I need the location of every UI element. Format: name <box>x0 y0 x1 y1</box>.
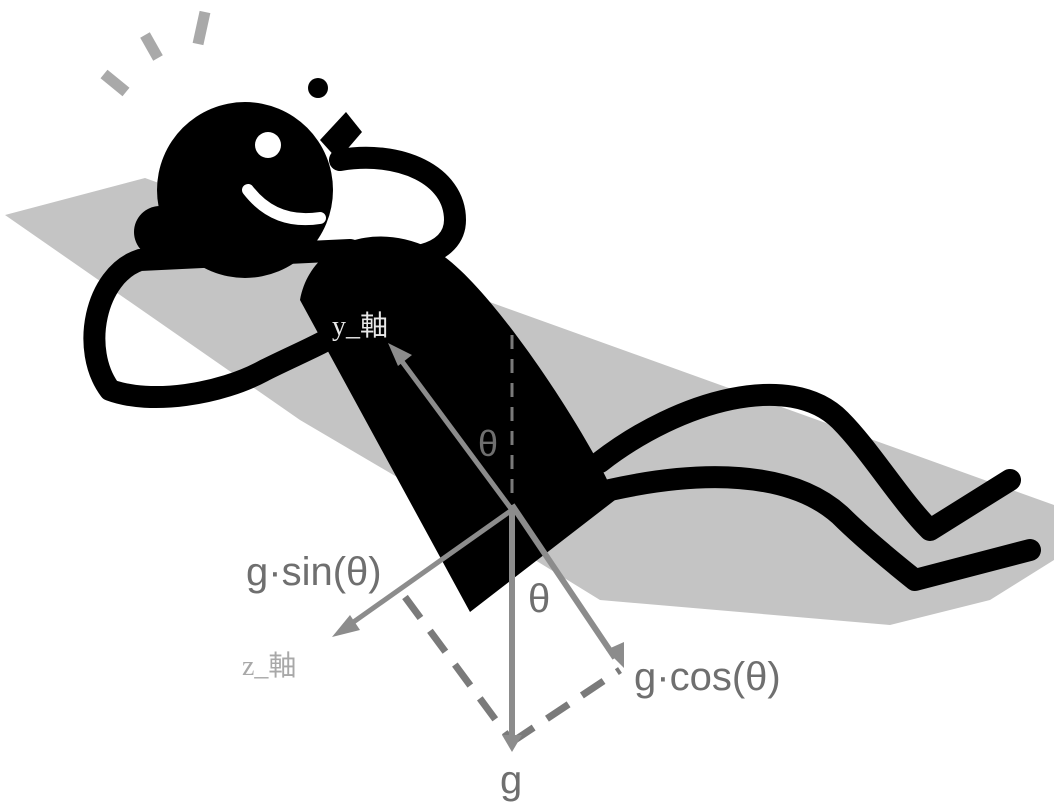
excitement-burst-icon <box>104 12 205 92</box>
eye <box>255 132 281 158</box>
y-axis-label: y_軸 <box>332 310 388 342</box>
burst-mark-3 <box>198 12 205 44</box>
burst-mark-1 <box>104 74 126 92</box>
sweat-drop <box>308 78 328 98</box>
burst-mark-2 <box>145 35 158 58</box>
projection-dashed-right <box>512 670 620 742</box>
z-axis-label: z_軸 <box>242 650 296 682</box>
theta-lower-label: θ <box>528 577 550 621</box>
theta-upper-label: θ <box>478 423 498 464</box>
g-label: g <box>500 758 522 802</box>
projection-dashed-left <box>405 597 512 742</box>
g-arrowhead <box>502 735 522 752</box>
g-cos-label: g·cos(θ) <box>634 655 781 699</box>
g-sin-label: g·sin(θ) <box>246 550 382 594</box>
